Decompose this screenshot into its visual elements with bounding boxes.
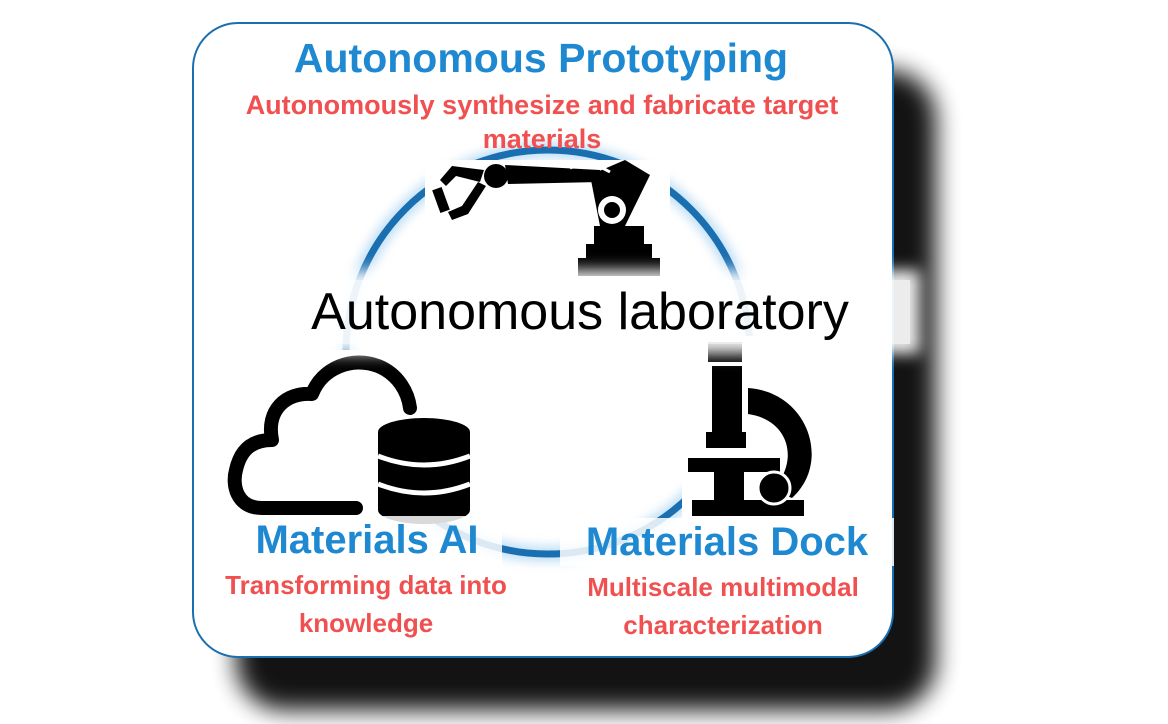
materials-dock-subtitle: Multiscale multimodal characterization: [587, 572, 859, 640]
microscope-icon: [682, 336, 822, 522]
prototyping-subtitle: Autonomously synthesize and fabricate ta…: [245, 90, 839, 154]
center-label: Autonomous laboratory: [250, 280, 910, 344]
prototyping-title: Autonomous Prototyping: [293, 35, 789, 81]
materials-ai-title: Materials AI: [232, 516, 502, 564]
robot-arm-icon: [425, 160, 670, 280]
materials-dock-title: Materials Dock: [560, 518, 894, 566]
materials-ai-subtitle: Transforming data into knowledge: [225, 570, 507, 638]
cloud-database-icon: [227, 350, 478, 524]
